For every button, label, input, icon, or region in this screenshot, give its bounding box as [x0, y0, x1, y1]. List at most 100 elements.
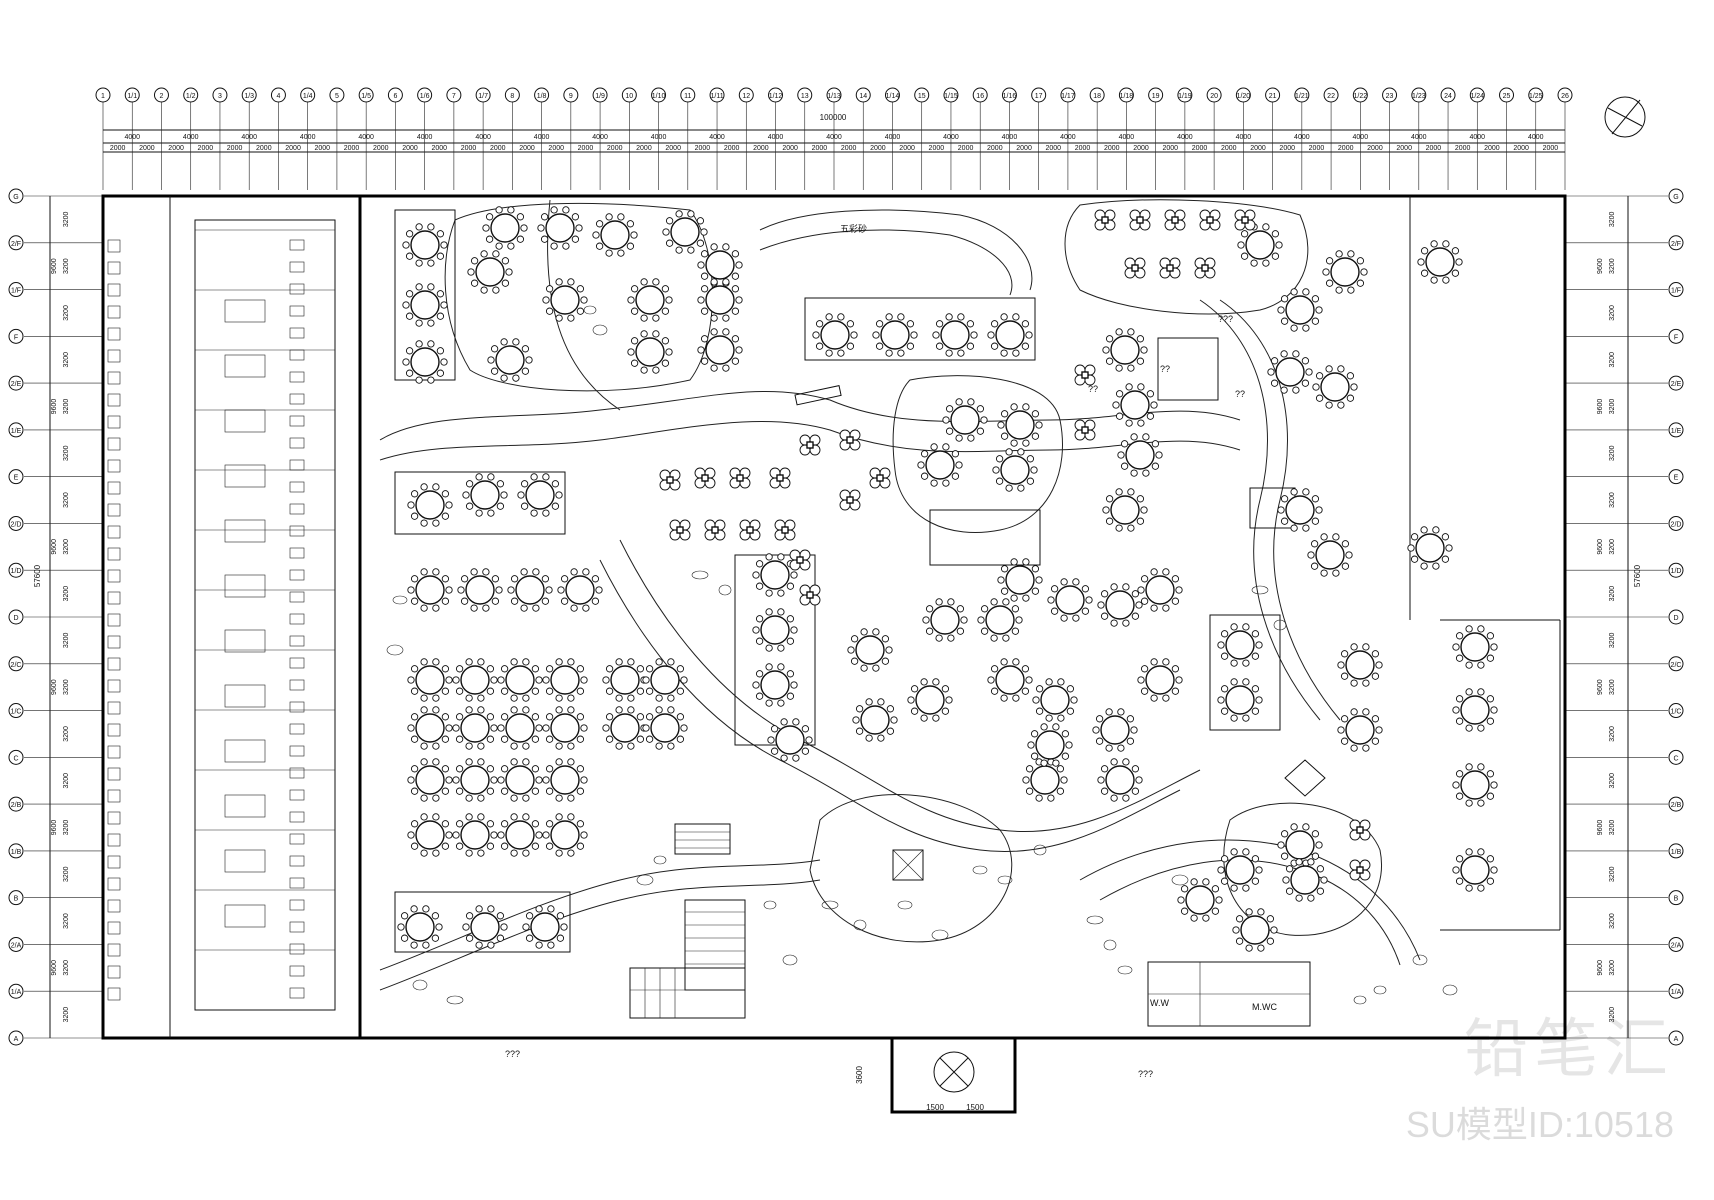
round-table	[1232, 908, 1278, 952]
booth-table	[1074, 364, 1096, 386]
round-table	[537, 206, 583, 250]
round-table	[1452, 688, 1498, 732]
axis-bubble	[8, 469, 24, 485]
axis-bubble	[1668, 422, 1684, 438]
row-sub-dimension: 3200	[1609, 726, 1616, 742]
rock	[821, 900, 839, 910]
round-table	[642, 658, 688, 702]
round-table	[542, 813, 588, 857]
round-table	[1102, 328, 1148, 372]
row-sub-dimension: 3200	[63, 866, 70, 882]
round-table	[1237, 223, 1283, 267]
row-axis-label: 1/A	[1671, 989, 1682, 996]
axis-bubble	[8, 562, 24, 578]
row-sub-dimension: 3200	[63, 960, 70, 976]
row-sub-dimension: 3200	[1609, 445, 1616, 461]
column-axis-label: 1/25	[1529, 93, 1543, 100]
rock	[1117, 965, 1133, 975]
round-table	[482, 206, 528, 250]
row-axis-label: D	[13, 615, 18, 622]
round-table	[1097, 583, 1143, 627]
sub-dimension: 2000	[1484, 145, 1500, 152]
column-axis-label: 1/24	[1470, 93, 1484, 100]
row-sub-dimension: 3200	[1609, 679, 1616, 695]
row-axis-label: 1/F	[1671, 288, 1681, 295]
sub-dimension: 2000	[373, 145, 389, 152]
total-height-dimension-left: 57600	[33, 564, 42, 587]
round-table	[627, 278, 673, 322]
annotation-label: ??	[1160, 364, 1170, 374]
round-table	[907, 678, 953, 722]
column-axis-label: 13	[801, 93, 809, 100]
round-table	[1117, 433, 1163, 477]
row-sub-dimension: 3200	[1609, 913, 1616, 929]
building-outline	[101, 194, 1567, 1040]
axis-bubble	[8, 843, 24, 859]
row-axis-label: 2/B	[11, 802, 22, 809]
sub-dimension: 2000	[344, 145, 360, 152]
row-axis-label: 2/C	[11, 662, 22, 669]
booth-table	[659, 469, 681, 491]
round-table	[767, 718, 813, 762]
booth-table	[869, 467, 891, 489]
booth-table	[839, 429, 861, 451]
column-axis-label: 1/9	[595, 93, 605, 100]
sub-dimension: 2000	[899, 145, 915, 152]
round-table	[812, 313, 858, 357]
round-table	[1027, 723, 1073, 767]
round-table	[942, 398, 988, 442]
column-axis-label: 1/20	[1237, 93, 1251, 100]
round-table	[462, 905, 508, 949]
sub-dimension: 2000	[1455, 145, 1471, 152]
sub-dimension: 2000	[1543, 145, 1559, 152]
row-axis-label: 1/E	[1671, 428, 1682, 435]
row-axis-label: 2/F	[11, 241, 21, 248]
round-table	[497, 706, 543, 750]
column-axis-label: 19	[1152, 93, 1160, 100]
axis-bubble	[8, 375, 24, 391]
washroom-block	[1147, 961, 1311, 1027]
booth-table	[729, 467, 751, 489]
round-table	[1102, 488, 1148, 532]
column-axis-label: 1/1	[127, 93, 137, 100]
booth-table	[739, 519, 761, 541]
rock	[412, 979, 428, 991]
annotation-label: ???	[1218, 314, 1233, 324]
round-table	[997, 403, 1043, 447]
column-axis-label: 24	[1444, 93, 1452, 100]
round-table	[402, 283, 448, 327]
round-table	[602, 706, 648, 750]
row-sub-dimension: 3200	[63, 679, 70, 695]
pavilion-icon	[892, 759, 1326, 881]
column-axis-label: 7	[452, 93, 456, 100]
round-table	[1097, 758, 1143, 802]
left-axis-group: G320096002/F32001/F3200F320096002/E32001…	[8, 188, 103, 1046]
row-axis-label: A	[14, 1036, 19, 1043]
column-axis-label: 1/10	[652, 93, 666, 100]
round-table	[1337, 708, 1383, 752]
row-axis-label: 1/A	[11, 989, 22, 996]
round-table	[407, 568, 453, 612]
round-table	[507, 568, 553, 612]
sub-dimension: 2000	[607, 145, 623, 152]
row-sub-dimension: 3200	[63, 352, 70, 368]
rock	[1353, 995, 1367, 1005]
row-axis-label: F	[14, 334, 18, 341]
booth-table	[774, 519, 796, 541]
sub-dimension: 2000	[1133, 145, 1149, 152]
axis-bubble	[1668, 796, 1684, 812]
round-table	[522, 905, 568, 949]
sub-dimension: 2000	[782, 145, 798, 152]
round-table	[1267, 350, 1313, 394]
round-table	[697, 278, 743, 322]
axis-bubble	[8, 703, 24, 719]
round-table	[497, 813, 543, 857]
column-axis-label: 1/2	[186, 93, 196, 100]
column-axis-label: 22	[1327, 93, 1335, 100]
axis-bubble	[1668, 188, 1684, 204]
round-table	[987, 658, 1033, 702]
sub-dimension: 2000	[1192, 145, 1208, 152]
sub-dimension: 2000	[812, 145, 828, 152]
axis-bubble	[1668, 843, 1684, 859]
